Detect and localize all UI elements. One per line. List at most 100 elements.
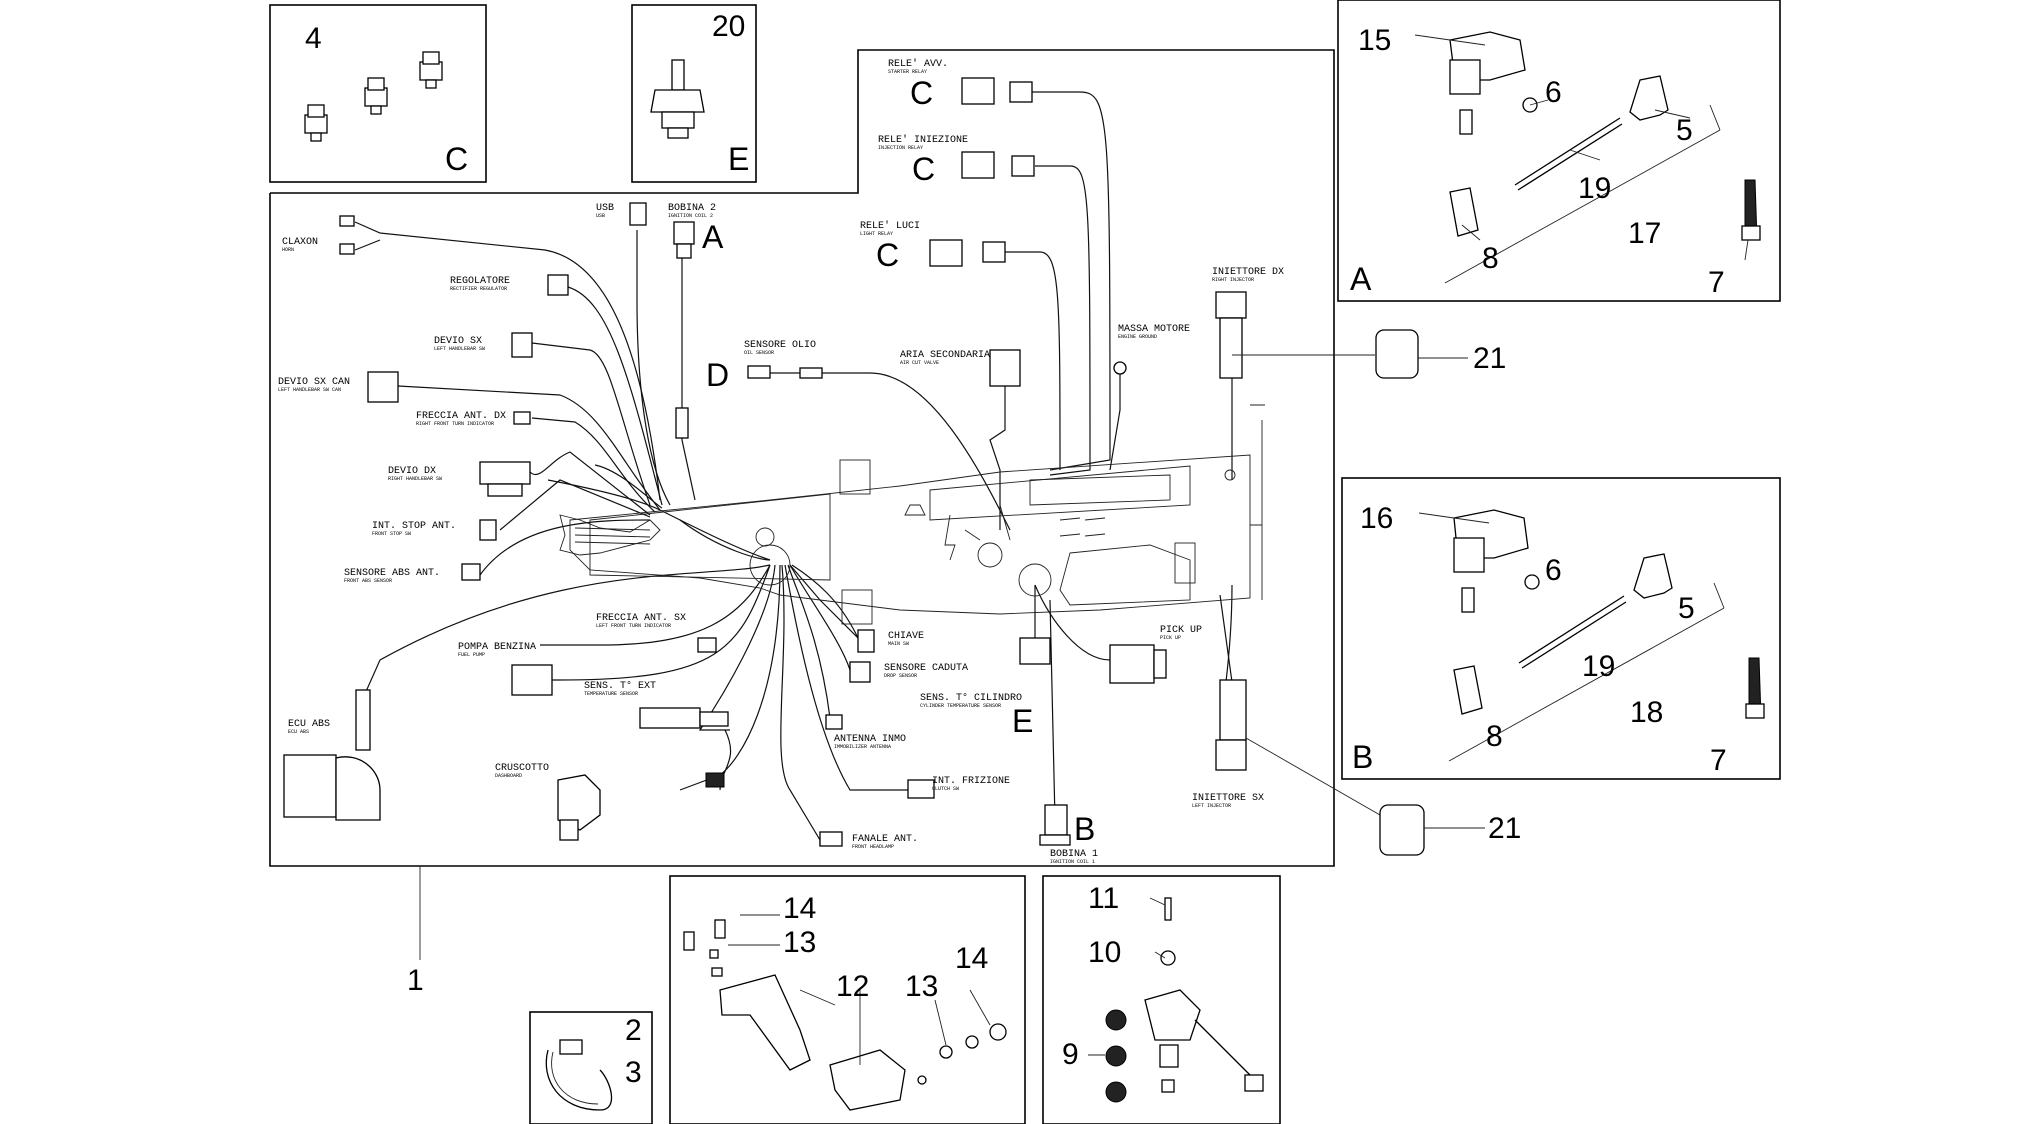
- ref-number-5-kit-a: 5: [1676, 114, 1693, 147]
- ref-number-10: 10: [1088, 936, 1121, 969]
- harness-connectors: [283, 77, 1247, 847]
- ref-number-21-bottom: 21: [1488, 812, 1521, 845]
- label-iniettore-sx: INIETTORE SX: [1192, 793, 1264, 804]
- label-cruscotto-sub: DASHBOARD: [495, 773, 522, 779]
- ref-number-6-kit-b: 6: [1545, 554, 1562, 587]
- box-part-12-14: [669, 875, 1026, 1124]
- ref-number-15: 15: [1358, 24, 1391, 57]
- ref-number-13-left: 13: [783, 926, 816, 959]
- label-claxon: CLAXON: [282, 237, 318, 248]
- frame-outline: [559, 404, 1265, 625]
- ref-letter-e-box20: E: [728, 141, 749, 177]
- box-kit-a: [1337, 0, 1781, 302]
- ref-number-18: 18: [1630, 696, 1663, 729]
- ref-letter-a-kit: A: [1350, 261, 1372, 297]
- label-rele-luci: RELE' LUCI: [860, 220, 920, 232]
- label-fanale-ant: FANALE ANT.: [852, 834, 918, 845]
- ref-number-2: 2: [625, 1014, 642, 1047]
- sensor-part-20: 20 E: [650, 10, 749, 177]
- label-rele-avv-sub: STARTER RELAY: [888, 69, 927, 75]
- box-part-20: [631, 4, 757, 183]
- ref-number-7-kit-a: 7: [1708, 266, 1725, 299]
- label-freccia-ant-sx-sub: LEFT FRONT TURN INDICATOR: [596, 623, 671, 629]
- diagram-frames: [269, 0, 1781, 1124]
- label-pick-up-sub: PICK UP: [1160, 635, 1181, 641]
- label-bobina-1: BOBINA 1: [1050, 849, 1098, 860]
- ref-number-11: 11: [1088, 882, 1119, 915]
- ref-letter-a-bobina-2: A: [702, 219, 724, 255]
- label-antenna-inmo: ANTENNA INMO: [834, 734, 906, 745]
- label-usb: USB: [596, 203, 614, 214]
- harness-part-1: 1: [407, 866, 424, 997]
- ref-number-8-kit-b: 8: [1486, 720, 1503, 753]
- ref-number-20: 20: [712, 10, 745, 43]
- label-sens-cilindro: SENS. T° CILINDRO: [920, 692, 1022, 704]
- label-massa-motore-sub: ENGINE GROUND: [1118, 334, 1157, 340]
- ignition-kit-a: 15 6 5 19 17 8 7 A: [1350, 24, 1761, 299]
- label-freccia-ant-dx: FRECCIA ANT. DX: [416, 411, 506, 422]
- ref-number-17: 17: [1628, 217, 1661, 250]
- label-pompa-benzina-sub: FUEL PUMP: [458, 652, 485, 658]
- ref-number-7-kit-b: 7: [1710, 744, 1727, 777]
- label-bobina-2: BOBINA 2: [668, 203, 716, 214]
- label-iniettore-dx-sub: RIGHT INJECTOR: [1212, 277, 1254, 283]
- label-sensore-caduta: SENSORE CADUTA: [884, 663, 968, 674]
- label-claxon-sub: HORN: [282, 247, 294, 253]
- ref-number-9: 9: [1062, 1038, 1079, 1071]
- label-devio-sx-can: DEVIO SX CAN: [278, 377, 350, 388]
- label-rele-avv: RELE' AVV.: [888, 58, 948, 70]
- label-sensore-abs-ant-sub: FRONT ABS SENSOR: [344, 578, 392, 584]
- label-bobina-2-sub: IGNITION COIL 2: [668, 213, 713, 219]
- label-chiave: CHIAVE: [888, 631, 924, 642]
- ref-letter-b-bobina-1: B: [1074, 811, 1095, 847]
- label-freccia-ant-dx-sub: RIGHT FRONT TURN INDICATOR: [416, 421, 494, 427]
- label-devio-dx: DEVIO DX: [388, 466, 436, 477]
- ref-letter-b-kit: B: [1352, 739, 1373, 775]
- ref-number-19-kit-a: 19: [1578, 172, 1611, 205]
- label-sensore-olio-sub: OIL SENSOR: [744, 350, 774, 356]
- ref-number-5-kit-b: 5: [1678, 592, 1695, 625]
- ref-number-14-left: 14: [783, 892, 816, 925]
- ref-number-14-right: 14: [955, 942, 988, 975]
- ref-number-16: 16: [1360, 502, 1393, 535]
- label-sens-ext: SENS. T° EXT: [584, 680, 656, 692]
- label-pompa-benzina: POMPA BENZINA: [458, 642, 536, 653]
- label-sens-ext-sub: TEMPERATURE SENSOR: [584, 691, 638, 697]
- label-regolatore-sub: RECTIFIER REGULATOR: [450, 286, 507, 292]
- label-rele-iniezione-sub: INJECTION RELAY: [878, 145, 923, 151]
- label-bobina-1-sub: IGNITION COIL 1: [1050, 859, 1095, 865]
- label-pick-up: PICK UP: [1160, 625, 1202, 636]
- bracket-part-12-14: 14 13 12 13 14: [683, 892, 1007, 1111]
- connector-labels: CLAXON HORN REGOLATORE RECTIFIER REGULAT…: [278, 58, 1284, 865]
- label-sensore-abs-ant: SENSORE ABS ANT.: [344, 568, 440, 579]
- box-part-9-11: [1042, 875, 1281, 1124]
- ref-letter-c-rele-luci: C: [876, 237, 899, 273]
- label-aria-secondaria-sub: AIR CUT VALVE: [900, 360, 939, 366]
- reference-letters: C C C A D E B: [702, 75, 1095, 847]
- label-devio-dx-sub: RIGHT HANDLEBAR SW: [388, 476, 442, 482]
- label-regolatore: REGOLATORE: [450, 276, 510, 287]
- ref-number-3: 3: [625, 1056, 642, 1089]
- ref-letter-c-box4: C: [445, 141, 468, 177]
- label-freccia-ant-sx: FRECCIA ANT. SX: [596, 613, 686, 624]
- ref-letter-e-sens-cilindro: E: [1012, 703, 1033, 739]
- label-fanale-ant-sub: FRONT HEADLAMP: [852, 844, 894, 850]
- ref-number-21-top: 21: [1473, 342, 1506, 375]
- relay-group-part-4: 4 C: [304, 22, 468, 177]
- label-devio-sx-sub: LEFT HANDLEBAR SW: [434, 346, 485, 352]
- label-int-stop-ant: INT. STOP ANT.: [372, 521, 456, 532]
- cable-tie-part-2-3: 2 3: [545, 1014, 642, 1111]
- ignition-kit-b: 16 6 5 19 18 8 7 B: [1352, 502, 1765, 777]
- main-harness-frame: [269, 49, 1335, 867]
- ref-number-13-right: 13: [905, 970, 938, 1003]
- label-sensore-olio: SENSORE OLIO: [744, 340, 816, 351]
- ref-number-1: 1: [407, 964, 424, 997]
- box-kit-b: [1341, 477, 1781, 780]
- label-rele-iniezione: RELE' INIEZIONE: [878, 134, 968, 146]
- ref-number-12: 12: [836, 970, 869, 1003]
- label-antenna-inmo-sub: IMMOBILIZER ANTENNA: [834, 744, 891, 750]
- label-usb-sub: USB: [596, 213, 605, 219]
- label-chiave-sub: MAIN SW: [888, 641, 909, 647]
- box-part-2-3: [529, 1011, 653, 1124]
